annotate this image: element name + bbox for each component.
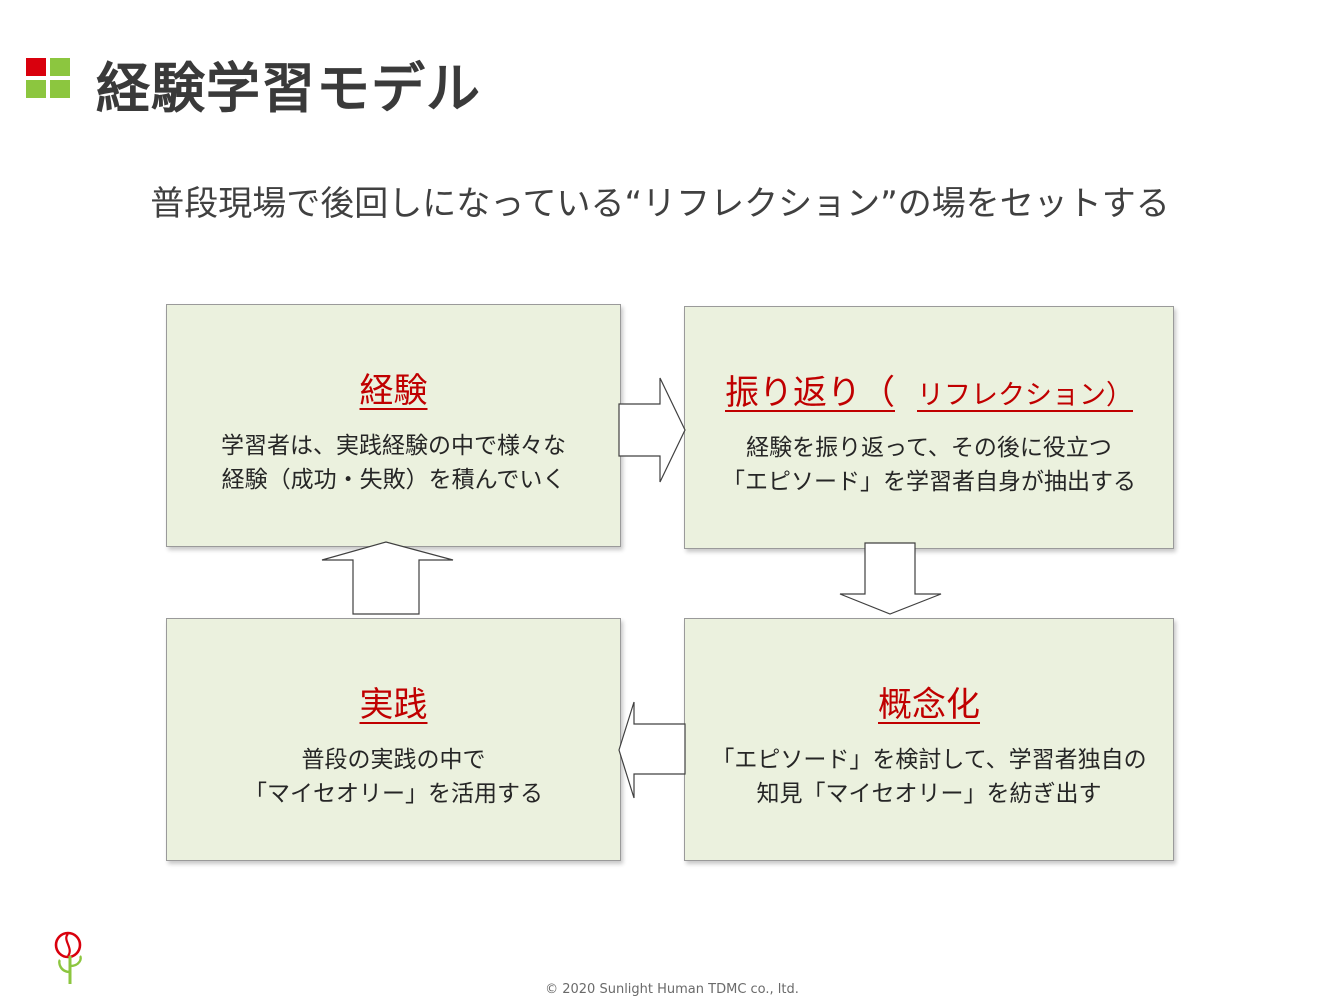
logo-square-green (50, 80, 70, 98)
reflection-title-sub: リフレクション） (917, 380, 1133, 411)
logo-square-green (50, 58, 70, 76)
arrow-down-icon (838, 542, 944, 616)
experience-line-1: 学習者は、実践経験の中で様々な (221, 433, 566, 459)
practice-line-1: 普段の実践の中で (301, 747, 486, 773)
experience-description: 学習者は、実践経験の中で様々な 経験（成功・失敗）を積んでいく (167, 429, 620, 497)
practice-box: 実践 普段の実践の中で 「マイセオリー」を活用する (166, 618, 621, 861)
reflection-title: 振り返り（ (725, 373, 895, 413)
experience-title: 経験 (359, 371, 428, 411)
practice-description: 普段の実践の中で 「マイセオリー」を活用する (167, 743, 620, 811)
reflection-description: 経験を振り返って、その後に役立つ 「エピソード」を学習者自身が抽出する (685, 431, 1173, 499)
reflection-line-1: 経験を振り返って、その後に役立つ (746, 435, 1112, 461)
experience-box: 経験 学習者は、実践経験の中で様々な 経験（成功・失敗）を積んでいく (166, 304, 621, 547)
arrow-left-icon (618, 700, 688, 800)
logo-square-red (26, 58, 46, 76)
arrow-right-icon (618, 376, 688, 486)
logo-squares-icon (26, 58, 74, 100)
conceptualization-title: 概念化 (878, 685, 980, 725)
reflection-line-2: 「エピソード」を学習者自身が抽出する (722, 469, 1136, 495)
conceptualization-description: 「エピソード」を検討して、学習者独自の 知見「マイセオリー」を紡ぎ出す (685, 743, 1173, 811)
practice-line-2: 「マイセオリー」を活用する (244, 781, 543, 807)
logo-square-green (26, 80, 46, 98)
conceptualization-line-1: 「エピソード」を検討して、学習者独自の (711, 747, 1147, 773)
experience-line-2: 経験（成功・失敗）を積んでいく (221, 467, 566, 493)
practice-title: 実践 (359, 685, 428, 725)
reflection-box: 振り返り（ リフレクション） 経験を振り返って、その後に役立つ 「エピソード」を学… (684, 306, 1174, 549)
page-title: 経験学習モデル (96, 57, 481, 120)
copyright-text: © 2020 Sunlight Human TDMC co., ltd. (545, 982, 799, 997)
conceptualization-box: 概念化 「エピソード」を検討して、学習者独自の 知見「マイセオリー」を紡ぎ出す (684, 618, 1174, 861)
subtitle: 普段現場で後回しになっている“リフレクション”の場をセットする (150, 184, 1170, 224)
sunlight-tree-icon (52, 926, 88, 988)
conceptualization-line-2: 知見「マイセオリー」を紡ぎ出す (756, 781, 1102, 807)
arrow-up-icon (320, 540, 456, 616)
